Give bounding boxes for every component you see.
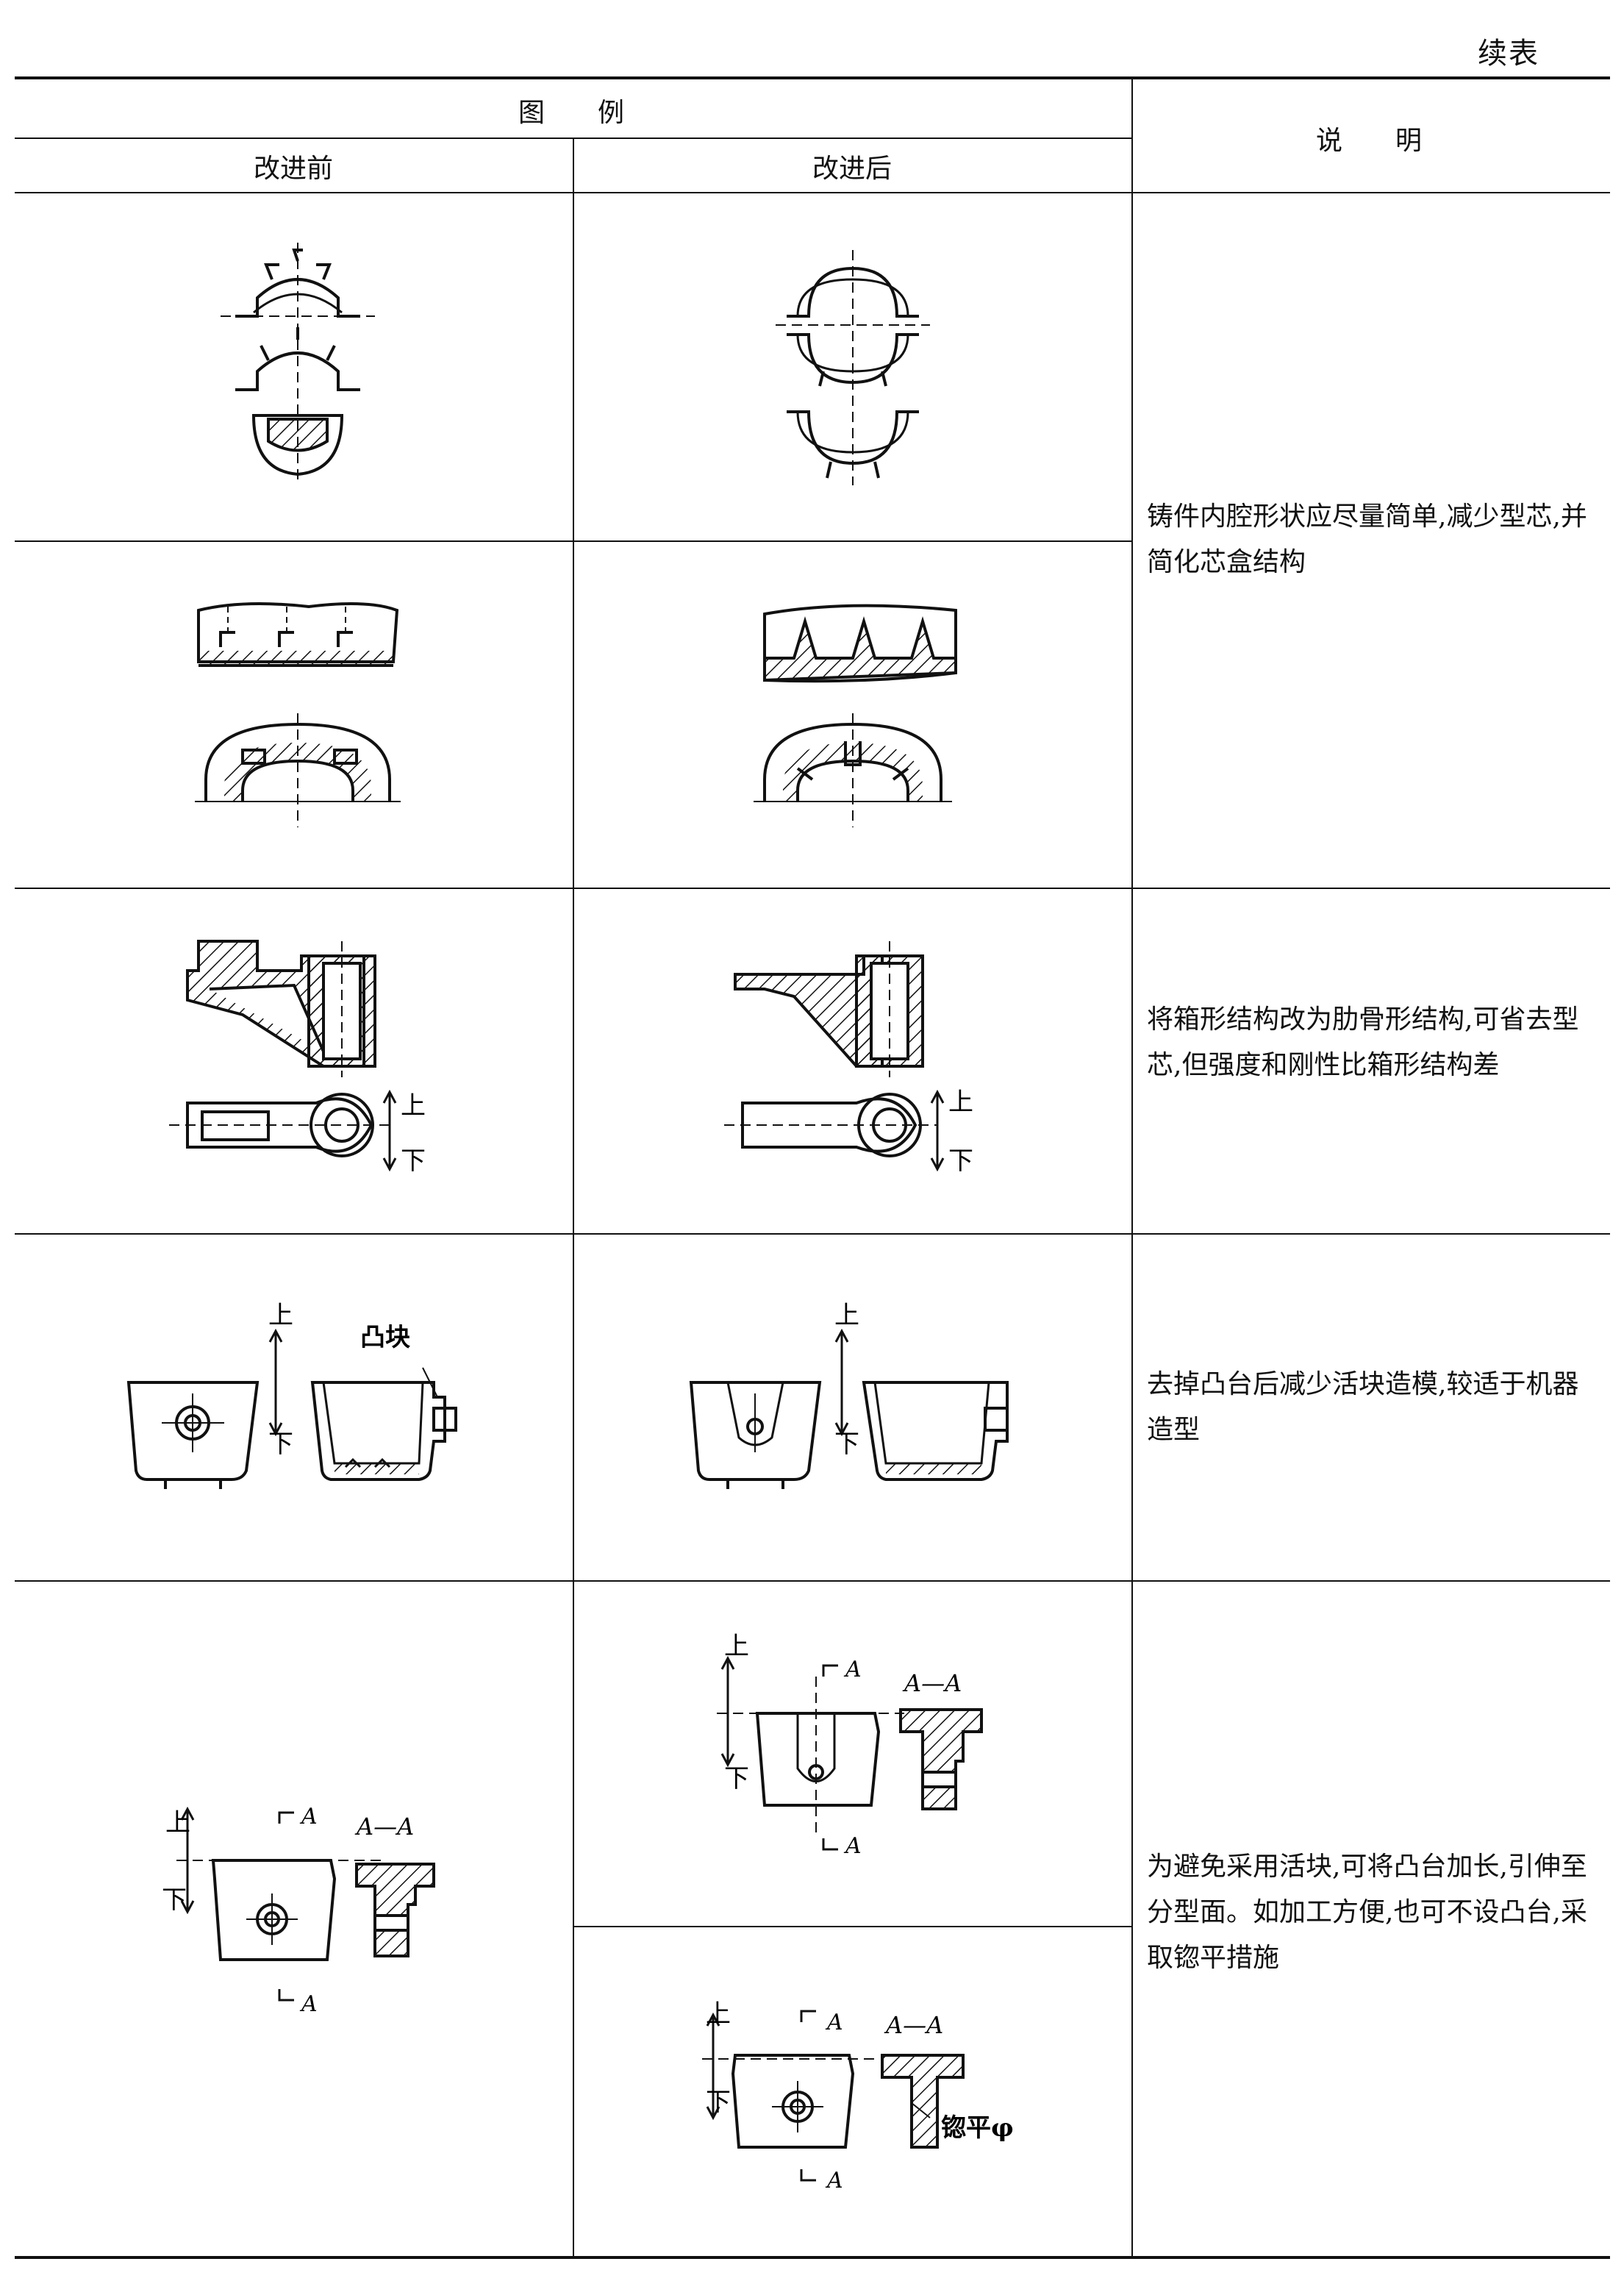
section-title-r5-after-top: A—A: [902, 1669, 962, 1697]
down-label-r3-before: 下: [401, 1146, 426, 1176]
figure-r4-after: [689, 1328, 1009, 1489]
header-remark: 说 明: [1316, 126, 1423, 156]
note-row-3: 去掉凸台后减少活块造模,较适于机器造型: [1147, 1369, 1579, 1445]
up-label-r3-after: 上: [948, 1088, 973, 1117]
figure-r5-after-top: [717, 1655, 983, 1851]
boss-label: 凸块: [360, 1323, 410, 1352]
header-before: 改进前: [254, 154, 334, 184]
figure-r4-before: [126, 1328, 457, 1489]
section-title-r5-before: A—A: [354, 1813, 414, 1841]
continued-label: 续表: [1478, 37, 1539, 71]
figure-r2-before: [195, 602, 401, 827]
section-mark-bottom-r5-after-bottom: A: [825, 2168, 843, 2193]
header-legend: 图 例: [518, 98, 625, 128]
up-label-r4-before: 上: [268, 1301, 293, 1330]
section-title-r5-after-bottom: A—A: [884, 2011, 943, 2039]
table-grid: [15, 76, 1610, 2259]
note-row-4: 为避免采用活块,可将凸台加长,引伸至分型面。如加工方便,也可不设凸台,采取锪平措…: [1147, 1852, 1587, 1973]
note-row-2: 将箱形结构改为肋骨形结构,可省去型芯,但强度和刚性比箱形结构差: [1147, 1004, 1579, 1080]
section-mark-top-r5-before: A: [299, 1804, 318, 1830]
down-label-r5-after-bottom: 下: [706, 2088, 731, 2117]
figure-r2-after: [754, 604, 957, 827]
up-label-r5-before: 上: [165, 1808, 190, 1838]
figure-r5-before: [176, 1806, 435, 2002]
up-label-r5-after-top: 上: [724, 1632, 749, 1661]
down-label-r4-before: 下: [268, 1429, 293, 1459]
figure-r3-before: [169, 940, 397, 1172]
figure-r3-after: [724, 941, 945, 1172]
up-label-r5-after-bottom: 上: [706, 1999, 731, 2029]
section-mark-bottom-r5-before: A: [299, 1991, 318, 2017]
figure-r1-before: [221, 243, 375, 485]
up-label-r3-before: 上: [401, 1091, 426, 1121]
down-label-r3-after: 下: [948, 1146, 973, 1176]
section-mark-top-r5-after-top: A: [843, 1657, 862, 1682]
down-label-r5-before: 下: [162, 1885, 187, 1915]
header-after: 改进后: [812, 154, 893, 184]
section-mark-bottom-r5-after-top: A: [843, 1833, 862, 1859]
down-label-r5-after-top: 下: [724, 1764, 749, 1793]
section-mark-top-r5-after-bottom: A: [825, 2010, 843, 2035]
figure-r1-after: [776, 250, 930, 485]
spotface-label: 锪平φ: [941, 2113, 1014, 2143]
note-row-1: 铸件内腔形状应尽量简单,减少型芯,并简化芯盒结构: [1147, 501, 1587, 577]
up-label-r4-after: 上: [834, 1301, 859, 1330]
figure-r5-after-bottom: [702, 2010, 965, 2182]
down-label-r4-after: 下: [834, 1429, 859, 1459]
